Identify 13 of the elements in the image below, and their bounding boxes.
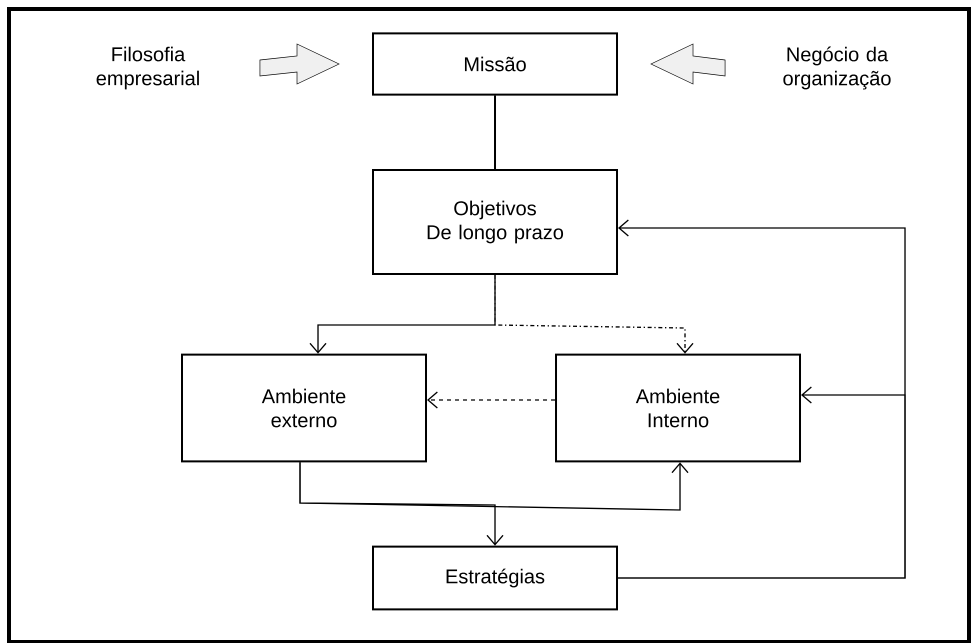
block-arrow xyxy=(650,43,726,85)
text-label: Filosofia empresarial xyxy=(96,46,199,90)
arrow xyxy=(299,462,689,511)
arrow xyxy=(494,275,694,354)
arrow xyxy=(427,392,555,409)
process-box: Objetivos De longo prazo xyxy=(372,169,618,275)
process-box: Ambiente externo xyxy=(181,354,427,462)
process-box: Missão xyxy=(372,32,618,96)
arrow xyxy=(618,386,906,579)
process-box: Ambiente Interno xyxy=(555,354,801,462)
text-label: Negócio da organização xyxy=(783,46,891,90)
block-arrow xyxy=(260,43,340,85)
process-box: Estratégias xyxy=(372,546,618,610)
